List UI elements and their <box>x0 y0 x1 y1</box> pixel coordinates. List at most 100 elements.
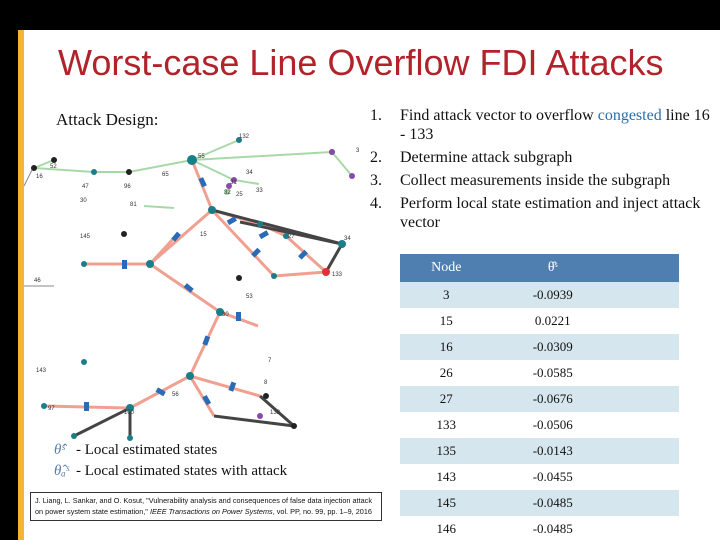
table-header-row: Node θ̂ˢ <box>400 254 679 282</box>
svg-text:81: 81 <box>130 202 137 208</box>
svg-text:138: 138 <box>270 410 281 416</box>
svg-text:32: 32 <box>224 190 231 196</box>
cell-node: 3 <box>400 282 493 308</box>
step-item: 2. Determine attack subgraph <box>370 148 715 167</box>
svg-text:97: 97 <box>48 406 55 412</box>
svg-text:47: 47 <box>82 184 89 190</box>
svg-text:27: 27 <box>288 234 295 240</box>
legend-text: - Local estimated states <box>76 442 218 458</box>
table-row: 145-0.0485 <box>400 490 679 516</box>
column-header-node: Node <box>400 254 493 282</box>
slide-title: Worst-case Line Overflow FDI Attacks <box>58 42 664 83</box>
cell-node: 146 <box>400 516 493 540</box>
cell-theta: -0.0939 <box>492 282 613 308</box>
cell-attack <box>613 386 679 412</box>
table-row: 27-0.0676 <box>400 386 679 412</box>
citation-box: J. Liang, L. Sankar, and O. Kosut, "Vuln… <box>30 492 382 521</box>
cell-theta: -0.0485 <box>492 490 613 516</box>
cell-attack <box>613 360 679 386</box>
svg-text:133: 133 <box>332 272 343 278</box>
step-item: 3.Collect measurements inside the subgra… <box>370 171 715 190</box>
svg-text:30: 30 <box>80 198 87 204</box>
svg-text:46: 46 <box>34 278 41 284</box>
svg-text:3: 3 <box>356 148 360 154</box>
table-row: 26-0.0585 <box>400 360 679 386</box>
table-row: 133-0.0506 <box>400 412 679 438</box>
svg-text:145: 145 <box>80 234 91 240</box>
cell-attack <box>613 438 679 464</box>
table-row: 143-0.0455 <box>400 464 679 490</box>
svg-text:31: 31 <box>230 180 237 186</box>
legend-item: θ̂ₐˢ - Local estimated states with attack <box>54 461 287 482</box>
step-item: 4. Perform local state estimation and inj… <box>370 194 715 232</box>
cell-attack <box>613 282 679 308</box>
column-header-theta: θ̂ˢ <box>492 254 613 282</box>
table-row: 16-0.0309 <box>400 334 679 360</box>
graph-node-labels: 132 3 55 34 52 16 65 31 47 96 32 25 33 3… <box>34 134 360 416</box>
cell-attack <box>613 308 679 334</box>
cell-theta: -0.0676 <box>492 386 613 412</box>
cell-attack <box>613 516 679 540</box>
svg-text:7: 7 <box>268 358 272 364</box>
column-header-attack <box>613 254 679 282</box>
cell-node: 145 <box>400 490 493 516</box>
network-graph: 132 3 55 34 52 16 65 31 47 96 32 25 33 3… <box>24 134 360 441</box>
step-text: line 16 - 133 <box>400 107 710 143</box>
cell-node: 16 <box>400 334 493 360</box>
cell-theta: -0.0143 <box>492 438 613 464</box>
svg-text:33: 33 <box>256 188 263 194</box>
cell-attack <box>613 334 679 360</box>
step-text: Determine attack subgraph <box>400 149 573 166</box>
step-number: 2. <box>370 149 382 166</box>
svg-text:100: 100 <box>124 410 135 416</box>
step-number: 3. <box>370 172 382 189</box>
table-row: 146-0.0485 <box>400 516 679 540</box>
top-band <box>0 0 720 30</box>
cell-node: 27 <box>400 386 493 412</box>
legend-text: - Local estimated states with attack <box>76 463 288 479</box>
cell-attack <box>613 464 679 490</box>
cell-theta: -0.0506 <box>492 412 613 438</box>
legend-symbol: θ̂ₐˢ <box>54 463 69 479</box>
svg-text:55: 55 <box>198 154 205 160</box>
cell-node: 133 <box>400 412 493 438</box>
left-accent <box>18 30 24 540</box>
citation-text: J. Liang, L. Sankar, and O. Kosut, "Vuln… <box>35 496 372 516</box>
step-text: Find attack vector to overflow <box>400 107 598 124</box>
svg-text:8: 8 <box>264 380 268 386</box>
cell-theta: -0.0309 <box>492 334 613 360</box>
step-number: 1. <box>370 107 382 124</box>
cell-node: 143 <box>400 464 493 490</box>
cell-theta: -0.0585 <box>492 360 613 386</box>
attack-design-label: Attack Design: <box>56 110 159 129</box>
cell-node: 26 <box>400 360 493 386</box>
cell-node: 15 <box>400 308 493 334</box>
legend-item: θ̂ˢ - Local estimated states <box>54 440 287 461</box>
cell-theta: -0.0485 <box>492 516 613 540</box>
svg-text:34: 34 <box>246 170 253 176</box>
step-item: 1.Find attack vector to overflow congest… <box>370 106 715 144</box>
attack-steps: 1.Find attack vector to overflow congest… <box>370 106 715 236</box>
cell-attack <box>613 490 679 516</box>
svg-text:53: 53 <box>246 294 253 300</box>
svg-text:143: 143 <box>36 368 47 374</box>
cell-node: 135 <box>400 438 493 464</box>
svg-text:30: 30 <box>222 312 229 318</box>
svg-text:15: 15 <box>200 232 207 238</box>
svg-text:25: 25 <box>236 192 243 198</box>
citation-text: , vol. PP, no. 99, pp. 1–9, 2016 <box>272 506 372 516</box>
table-row: 3-0.0939 <box>400 282 679 308</box>
table-row: 135-0.0143 <box>400 438 679 464</box>
cell-theta: 0.0221 <box>492 308 613 334</box>
cell-attack <box>613 412 679 438</box>
step-number: 4. <box>370 195 382 212</box>
step-text: Perform local state estimation and injec… <box>400 195 701 231</box>
legend-symbol: θ̂ˢ <box>54 442 65 458</box>
slide: Worst-case Line Overflow FDI Attacks Att… <box>24 30 720 540</box>
svg-text:34: 34 <box>344 236 351 242</box>
svg-text:52: 52 <box>50 164 57 170</box>
svg-text:132: 132 <box>239 134 250 140</box>
svg-text:65: 65 <box>162 172 169 178</box>
